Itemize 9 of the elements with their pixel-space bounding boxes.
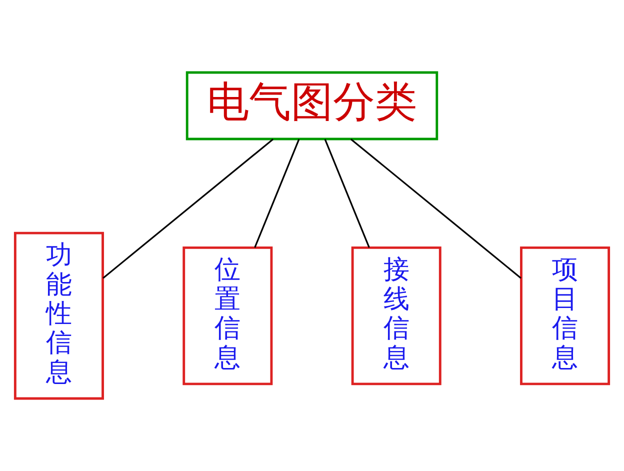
node-box: 电气图分类 xyxy=(186,71,438,140)
connector xyxy=(350,138,522,279)
node-box: 功能性信息 xyxy=(14,232,104,400)
connector xyxy=(254,138,300,248)
connector xyxy=(102,138,274,279)
connector xyxy=(324,138,370,248)
node-box: 位置信息 xyxy=(182,246,273,386)
node-box: 项目信息 xyxy=(520,246,610,386)
node-box: 接线信息 xyxy=(351,246,442,386)
